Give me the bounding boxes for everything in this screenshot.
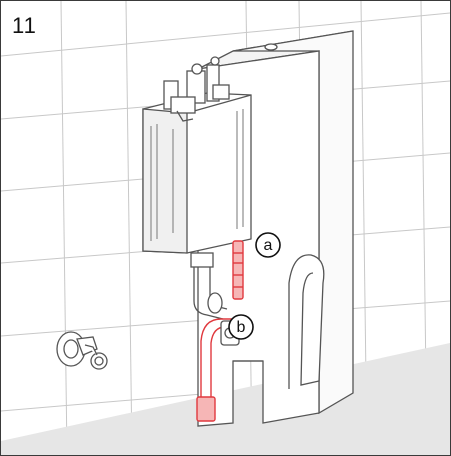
flush-pipe: [190, 252, 228, 320]
wc-bracket: [288, 254, 325, 389]
callout-b-label: b: [237, 319, 246, 336]
cistern-unit: [142, 56, 252, 254]
callout-a: a: [255, 232, 281, 258]
callout-a-label: a: [264, 237, 273, 254]
angle-valve: [56, 331, 108, 370]
step-number: 11: [12, 13, 37, 38]
callout-b: b: [228, 314, 254, 340]
water-inlet-hose: [232, 240, 244, 300]
